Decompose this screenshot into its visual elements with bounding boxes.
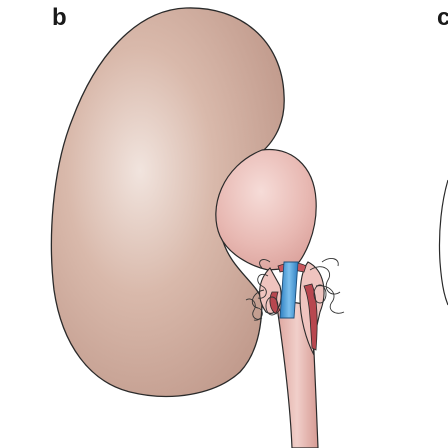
panel-label-c: c (437, 4, 448, 31)
incision-right (303, 283, 318, 351)
kidney-body (50, 7, 285, 398)
ureteral-stent (279, 261, 299, 319)
panel-label-b: b (52, 4, 67, 31)
panel-c-kidney-edge (438, 179, 448, 306)
sutures (245, 258, 345, 321)
